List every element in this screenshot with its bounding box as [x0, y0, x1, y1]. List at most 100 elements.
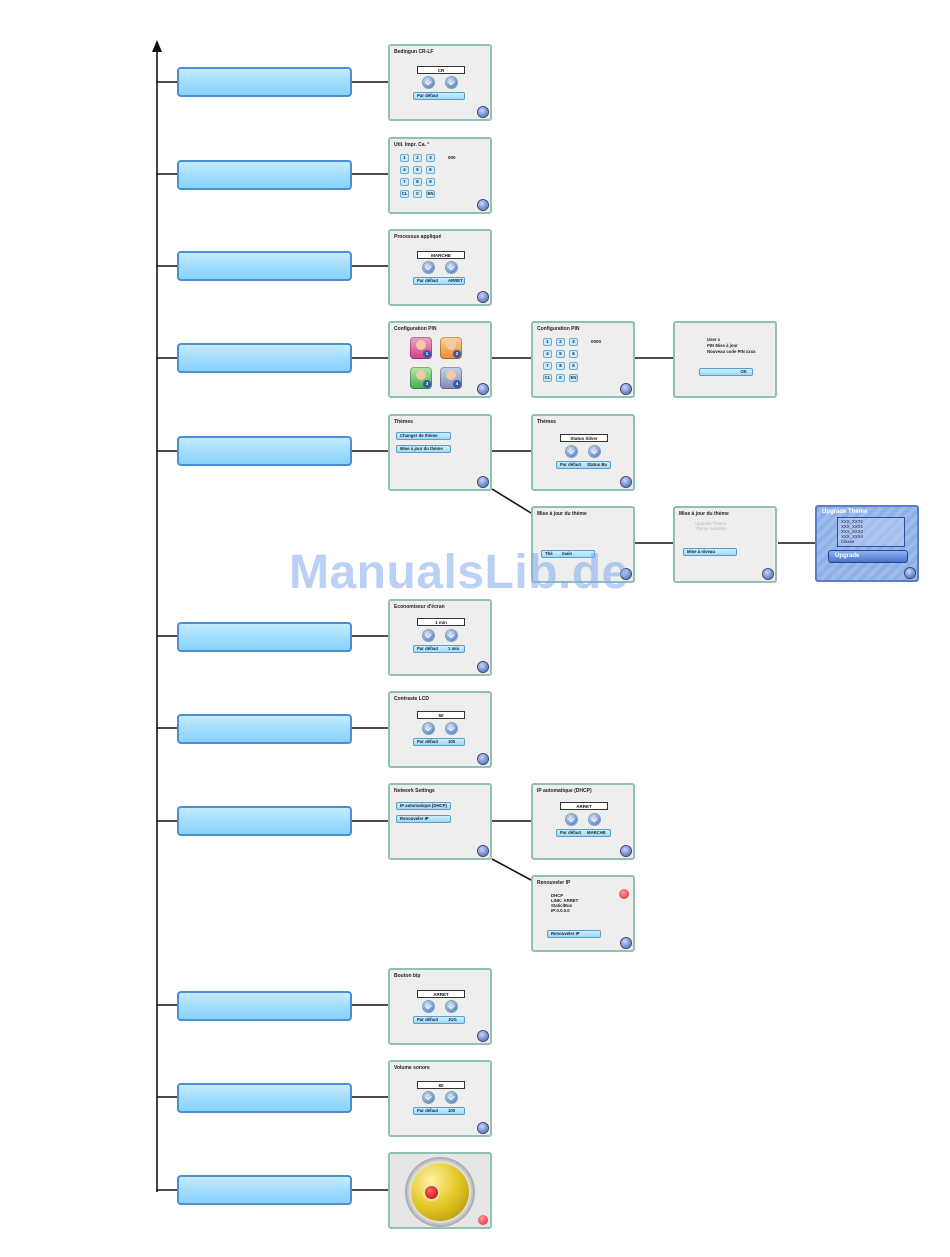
keypad-key[interactable]: 6 — [569, 350, 578, 358]
chevron-right-icon[interactable] — [478, 1123, 488, 1133]
chevron-right-icon[interactable] — [621, 938, 631, 948]
keypad-key[interactable]: 7 — [400, 178, 409, 186]
keypad-key[interactable]: EN — [569, 374, 578, 382]
menu-button-process[interactable] — [177, 251, 352, 281]
menu-button-pin-config[interactable] — [177, 343, 352, 373]
decrease-arrow-icon[interactable] — [566, 814, 577, 825]
chevron-right-icon[interactable] — [478, 384, 488, 394]
keypad-key[interactable]: 4 — [400, 166, 409, 174]
chevron-right-icon[interactable] — [478, 1031, 488, 1041]
chevron-right-icon[interactable] — [621, 846, 631, 856]
keypad-key[interactable]: 3 — [569, 338, 578, 346]
screen-language: Bedingun CR-LF CR Par défaut — [388, 44, 492, 121]
ok-button[interactable]: OK — [699, 368, 753, 376]
user-avatar[interactable]: 1 — [410, 337, 432, 359]
menu-button-language[interactable] — [177, 67, 352, 97]
menu-button-lcd-contrast[interactable] — [177, 714, 352, 744]
increase-arrow-icon[interactable] — [589, 814, 600, 825]
chevron-right-icon[interactable] — [621, 569, 631, 579]
increase-arrow-icon[interactable] — [446, 723, 457, 734]
increase-arrow-icon[interactable] — [446, 1001, 457, 1012]
menu-button-themes[interactable] — [177, 436, 352, 466]
theme-list[interactable]: XXX_XXT2 XXX_XXX1 XXX_XXX2 XXX_XXX4 Clas… — [837, 517, 905, 547]
decrease-arrow-icon[interactable] — [423, 77, 434, 88]
screen-upgrade-theme: Upgrade Theme XXX_XXT2 XXX_XXX1 XXX_XXX2… — [815, 505, 919, 582]
keypad-key[interactable]: 5 — [413, 166, 422, 174]
chevron-right-icon[interactable] — [905, 568, 915, 578]
decrease-arrow-icon[interactable] — [423, 723, 434, 734]
list-item[interactable]: XXX_XXX1 — [841, 524, 863, 529]
user-avatar[interactable]: 2 — [440, 337, 462, 359]
chevron-right-icon[interactable] — [478, 662, 488, 672]
update-theme-button[interactable]: Mise à jour du thème — [396, 445, 451, 453]
keypad-key[interactable]: 5 — [556, 350, 565, 358]
keypad-key[interactable]: 6 — [426, 166, 435, 174]
decrease-arrow-icon[interactable] — [423, 1001, 434, 1012]
keypad-key[interactable]: 7 — [543, 362, 552, 370]
user-avatar[interactable]: 3 — [410, 367, 432, 389]
keypad-key[interactable]: 9 — [569, 362, 578, 370]
renew-ip-button[interactable]: Renouveler IP — [396, 815, 451, 823]
increase-arrow-icon[interactable] — [446, 630, 457, 641]
upgrade-button[interactable]: Upgrade — [828, 550, 908, 563]
decrease-arrow-icon[interactable] — [423, 262, 434, 273]
chevron-right-icon[interactable] — [478, 477, 488, 487]
chevron-right-icon[interactable] — [478, 292, 488, 302]
keypad-key[interactable]: CL — [400, 190, 409, 198]
checkmark-icon[interactable] — [478, 1215, 488, 1225]
keypad-key[interactable]: 0 — [413, 190, 422, 198]
menu-button-network[interactable] — [177, 806, 352, 836]
dhcp-button[interactable]: IP automatique (DHCP) — [396, 802, 451, 810]
menu-button-volume[interactable] — [177, 1083, 352, 1113]
menu-button-unlock[interactable] — [177, 160, 352, 190]
list-item[interactable]: XXX_XXX4 — [841, 534, 863, 539]
keypad-key[interactable]: CL — [543, 374, 552, 382]
change-theme-button[interactable]: Changer de thème — [396, 432, 451, 440]
menu-button-screensaver[interactable] — [177, 622, 352, 652]
keypad-key[interactable]: 2 — [413, 154, 422, 162]
list-item[interactable]: XXX_XXX2 — [841, 529, 863, 534]
chevron-right-icon[interactable] — [621, 477, 631, 487]
upgrade-button[interactable]: Mise à niveau — [683, 548, 737, 556]
menu-button-calibration[interactable] — [177, 1175, 352, 1205]
default-button[interactable]: Par défaut — [413, 92, 465, 100]
keypad-key[interactable]: 2 — [556, 338, 565, 346]
keypad-key[interactable]: EN — [426, 190, 435, 198]
increase-arrow-icon[interactable] — [446, 262, 457, 273]
keypad-key[interactable]: 1 — [400, 154, 409, 162]
increase-arrow-icon[interactable] — [589, 446, 600, 457]
keypad-key[interactable]: 3 — [426, 154, 435, 162]
decrease-arrow-icon[interactable] — [423, 630, 434, 641]
list-item[interactable]: XXX_XXT2 — [841, 519, 863, 524]
calibration-target-icon[interactable] — [405, 1157, 475, 1227]
keypad-key[interactable]: 8 — [413, 178, 422, 186]
decrease-arrow-icon[interactable] — [566, 446, 577, 457]
decrease-arrow-icon[interactable] — [423, 1092, 434, 1103]
chevron-right-icon[interactable] — [478, 846, 488, 856]
list-item[interactable]: Classe — [841, 539, 855, 544]
keypad-key[interactable]: 9 — [426, 178, 435, 186]
keypad-key[interactable]: 4 — [543, 350, 552, 358]
chevron-right-icon[interactable] — [621, 384, 631, 394]
user-avatar[interactable]: 4 — [440, 367, 462, 389]
chevron-right-icon[interactable] — [478, 754, 488, 764]
chevron-right-icon[interactable] — [763, 569, 773, 579]
renew-ip-button[interactable]: Renouveler IP — [547, 930, 601, 938]
keypad-key[interactable]: 0 — [556, 374, 565, 382]
menu-button-button-beep[interactable] — [177, 991, 352, 1021]
chevron-right-icon[interactable] — [478, 200, 488, 210]
chevron-right-icon[interactable] — [478, 107, 488, 117]
keypad-key[interactable]: 1 — [543, 338, 552, 346]
increase-arrow-icon[interactable] — [446, 1092, 457, 1103]
keypad-key[interactable]: 8 — [556, 362, 565, 370]
increase-arrow-icon[interactable] — [446, 77, 457, 88]
close-icon[interactable] — [619, 889, 629, 899]
